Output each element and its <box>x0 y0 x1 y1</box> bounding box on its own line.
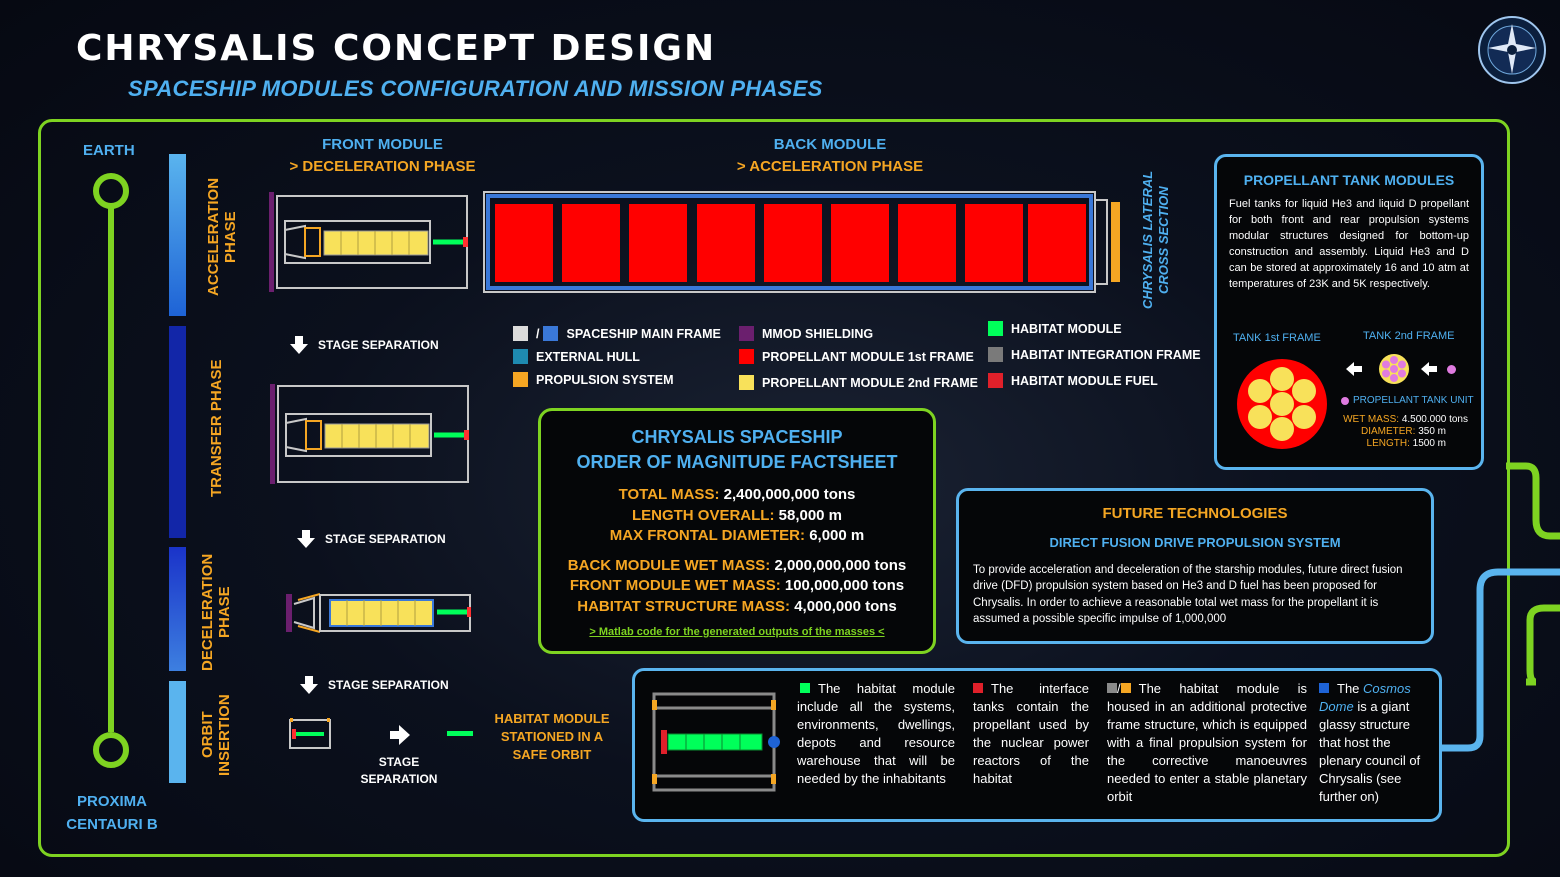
legend-prop2: PROPELLANT MODULE 2nd FRAME <box>739 375 978 390</box>
front-module-title: FRONT MODULE <box>322 136 443 153</box>
back-module-phase: > ACCELERATION PHASE <box>736 158 924 175</box>
legend-prop1: PROPELLANT MODULE 1st FRAME <box>739 349 974 364</box>
future-tech-title: FUTURE TECHNOLOGIES <box>1102 505 1288 522</box>
tank-second-frame <box>1379 354 1409 384</box>
page-title: CHRYSALIS CONCEPT DESIGN <box>76 28 717 69</box>
institute-logo <box>1478 16 1546 84</box>
arrow-left-icon <box>1421 362 1437 376</box>
legend-hab-fuel: HABITAT MODULE FUEL <box>988 373 1158 388</box>
propellant-text: Fuel tanks for liquid He3 and liquid D p… <box>1229 198 1469 290</box>
legend-external-hull: EXTERNAL HULL <box>513 349 640 364</box>
arrow-down-icon <box>290 336 308 354</box>
legend-habitat: HABITAT MODULE <box>988 321 1122 336</box>
stage-separation-2: STAGE SEPARATION <box>297 530 446 548</box>
legend-propulsion: PROPULSION SYSTEM <box>513 372 674 387</box>
main-frame <box>38 119 1510 857</box>
phase-bar-orbit <box>169 681 186 783</box>
tank-unit-label: PROPELLANT TANK UNIT <box>1341 395 1474 406</box>
future-tech-text: To provide acceleration and deceleration… <box>973 564 1403 625</box>
stage-separation-3: STAGE SEPARATION <box>300 676 449 694</box>
route-end-line1: PROXIMA <box>76 793 147 810</box>
phase-bar-acceleration <box>169 154 186 316</box>
phase-bar-transfer <box>169 326 186 538</box>
stage-separation-1: STAGE SEPARATION <box>290 336 439 354</box>
habitat-info-col4: The Cosmos Dome is a giant glassy struct… <box>1319 681 1421 804</box>
tank1-label: TANK 1st FRAME <box>1233 332 1321 344</box>
tank2-label: TANK 2nd FRAME <box>1363 330 1455 342</box>
habitat-module-diagram <box>652 692 780 792</box>
route-end-line2: CENTAURI B <box>66 816 158 833</box>
tank-unit-specs: WET MASS: 4.500.000 tons DIAMETER: 350 m… <box>1343 414 1468 449</box>
front-module-transfer-diagram <box>270 384 469 484</box>
arrow-right-icon <box>390 725 410 745</box>
factsheet-values: TOTAL MASS: 2,400,000,000 tons LENGTH OV… <box>567 486 907 615</box>
spaceship-full-diagram <box>269 191 1120 293</box>
habitat-info-col2: The interface tanks contain the propella… <box>973 681 1089 786</box>
arrow-down-icon <box>300 676 318 694</box>
phase-bar-deceleration <box>169 547 186 671</box>
phase-label-transfer: TRANSFER PHASE <box>208 359 225 497</box>
page-subtitle: SPACESHIP MODULES CONFIGURATION AND MISS… <box>128 76 823 101</box>
habitat-info-col1: The habitat module include all the syste… <box>797 681 955 786</box>
propellant-title: PROPELLANT TANK MODULES <box>1243 172 1455 188</box>
habitat-frame-small <box>289 718 331 749</box>
habitat-module-small <box>447 731 473 736</box>
matlab-link[interactable]: > Matlab code for the generated outputs … <box>589 626 885 638</box>
tank-first-frame <box>1237 359 1327 449</box>
route-line <box>93 173 129 768</box>
front-module-phase: > DECELERATION PHASE <box>289 158 476 175</box>
route-start: EARTH <box>83 142 135 159</box>
arrow-left-icon <box>1346 362 1362 376</box>
route-end: PROXIMA CENTAURI B <box>56 790 168 836</box>
legend-hab-integration: HABITAT INTEGRATION FRAME <box>988 347 1201 362</box>
future-tech-subtitle: DIRECT FUSION DRIVE PROPULSION SYSTEM <box>1049 535 1341 550</box>
legend-mmod: MMOD SHIELDING <box>739 326 873 341</box>
tank-unit-dot <box>1447 365 1456 374</box>
arrow-down-icon <box>297 530 315 548</box>
back-module-title: BACK MODULE <box>773 136 887 153</box>
future-tech-box: FUTURE TECHNOLOGIES DIRECT FUSION DRIVE … <box>956 488 1434 644</box>
legend-main-frame: /SPACESHIP MAIN FRAME <box>513 326 721 341</box>
front-module-deceleration-diagram <box>286 593 471 633</box>
habitat-info-col3: /The habitat module is housed in an addi… <box>1107 681 1307 804</box>
connector-lines <box>1440 462 1560 752</box>
